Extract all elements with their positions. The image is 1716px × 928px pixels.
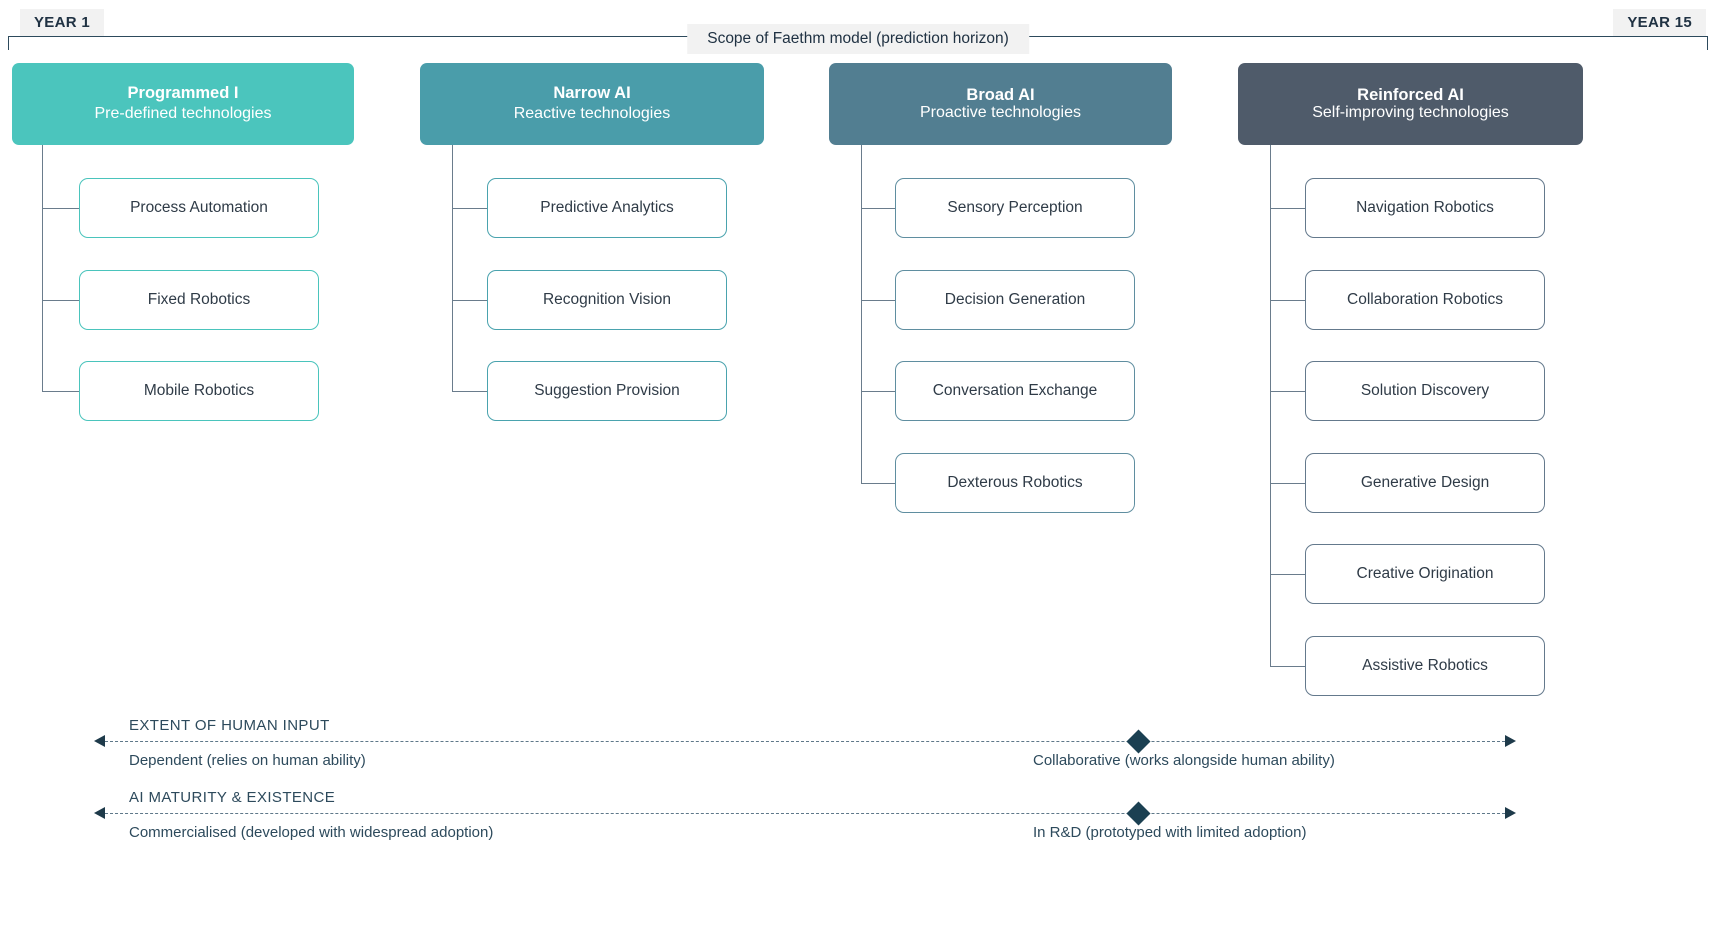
technology-node[interactable]: Decision Generation — [895, 269, 1135, 330]
scope-label: Scope of Faethm model (prediction horizo… — [687, 24, 1029, 54]
tree-trunk — [1270, 145, 1272, 666]
technology-node[interactable]: Process Automation — [79, 178, 319, 238]
category-subtitle: Pre-defined technologies — [94, 104, 272, 122]
tree-trunk — [452, 145, 454, 391]
technology-node[interactable]: Suggestion Provision — [487, 361, 727, 421]
axis-line — [105, 741, 1505, 742]
tree-branch — [42, 391, 79, 393]
technology-node[interactable]: Assistive Robotics — [1305, 635, 1545, 696]
axis-left-caption: Commercialised (developed with widesprea… — [129, 824, 494, 841]
technology-node[interactable]: Conversation Exchange — [895, 361, 1135, 421]
tree-trunk — [861, 145, 863, 483]
axis-left-caption: Dependent (relies on human ability) — [129, 752, 366, 769]
category-subtitle: Proactive technologies — [920, 104, 1081, 122]
axis-title: AI MATURITY & EXISTENCE — [129, 789, 336, 806]
category-title: Narrow AI — [553, 84, 631, 103]
technology-node[interactable]: Collaboration Robotics — [1305, 269, 1545, 330]
arrow-left-icon — [94, 735, 105, 747]
tree-branch — [42, 299, 79, 301]
tree-branch — [861, 391, 895, 393]
tree-branch — [1270, 391, 1305, 393]
technology-node[interactable]: Fixed Robotics — [79, 269, 319, 330]
tree-branch — [1270, 574, 1305, 576]
tree-branch — [1270, 482, 1305, 484]
axis-midpoint-marker — [1126, 801, 1151, 826]
category-title: Reinforced AI — [1357, 85, 1464, 104]
category-subtitle: Reactive technologies — [513, 104, 671, 122]
tree-branch — [1270, 665, 1305, 667]
axis-right-caption: In R&D (prototyped with limited adoption… — [1033, 824, 1307, 841]
axis-title: EXTENT OF HUMAN INPUT — [129, 717, 330, 734]
tree-branch — [452, 391, 487, 393]
tree-branch — [452, 208, 487, 210]
axis-line — [105, 813, 1505, 814]
tree-trunk — [42, 145, 44, 391]
arrow-right-icon — [1505, 735, 1516, 747]
axis-right-caption: Collaborative (works alongside human abi… — [1033, 752, 1335, 769]
year-end-label: YEAR 15 — [1613, 9, 1706, 36]
technology-node[interactable]: Solution Discovery — [1305, 361, 1545, 421]
tree-branch — [861, 208, 895, 210]
tree-branch — [452, 299, 487, 301]
tree-branch — [861, 299, 895, 301]
technology-node[interactable]: Recognition Vision — [487, 269, 727, 330]
technology-node[interactable]: Sensory Perception — [895, 178, 1135, 238]
tree-branch — [1270, 208, 1305, 210]
technology-node[interactable]: Navigation Robotics — [1305, 178, 1545, 238]
tree-branch — [1270, 299, 1305, 301]
arrow-left-icon — [94, 807, 105, 819]
tree-branch — [861, 482, 895, 484]
category-title: Broad AI — [966, 85, 1035, 104]
technology-node[interactable]: Dexterous Robotics — [895, 452, 1135, 513]
category-title: Programmed I — [127, 84, 239, 103]
axis-midpoint-marker — [1126, 729, 1151, 754]
category-subtitle: Self-improving technologies — [1312, 104, 1509, 122]
arrow-right-icon — [1505, 807, 1516, 819]
technology-node[interactable]: Generative Design — [1305, 452, 1545, 513]
technology-node[interactable]: Mobile Robotics — [79, 361, 319, 421]
tree-branch — [42, 208, 79, 210]
year-start-label: YEAR 1 — [20, 9, 104, 36]
technology-node[interactable]: Predictive Analytics — [487, 178, 727, 238]
technology-node[interactable]: Creative Origination — [1305, 544, 1545, 604]
